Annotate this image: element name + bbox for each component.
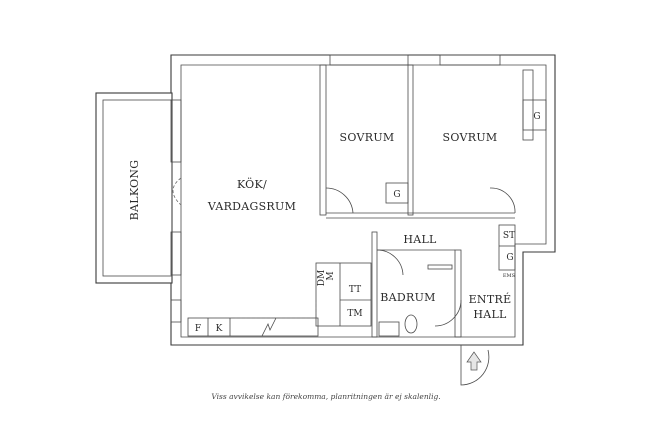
dryer-label: TT [349, 285, 361, 295]
washer-label: TM [347, 309, 362, 319]
closet-storage [498, 224, 516, 271]
interior-walls [319, 64, 515, 338]
hall-label: HALL [403, 233, 437, 246]
stove-symbol [261, 317, 277, 337]
fridge-label: F [195, 324, 201, 334]
electric-box-label: EMS [503, 273, 516, 279]
entrance-arrow [466, 351, 482, 371]
dishwasher-label: DM [317, 270, 327, 286]
bathroom-label: BADRUM [380, 291, 435, 304]
kitchen-label-1: KÖK/ [237, 177, 267, 191]
windows [170, 54, 534, 323]
entry-label-2: HALL [473, 308, 507, 321]
wardrobe-bedroom1 [385, 182, 409, 204]
freezer-label: K [216, 324, 223, 334]
entry-label-1: ENTRÉ [469, 292, 512, 306]
sink [378, 321, 400, 337]
balcony-label: BALKONG [128, 160, 141, 221]
outer-wall [170, 54, 556, 346]
balcony-door-swing [172, 177, 182, 206]
toilet [404, 314, 418, 334]
bedroom1-label: SOVRUM [340, 131, 395, 144]
bathtub-rail [427, 264, 453, 270]
bathroom-door [376, 249, 404, 276]
wardrobe-g-label-1: G [393, 190, 400, 200]
storage-st-label: ST [503, 231, 515, 241]
laundry-area [315, 262, 372, 327]
balcony-inner [102, 99, 173, 277]
entry-door-swing [434, 299, 462, 327]
kitchen-counter-dash [232, 300, 317, 319]
disclaimer-text: Viss avvikelse kan förekomma, planritnin… [211, 392, 441, 401]
wardrobe-g-label-3: G [506, 253, 513, 263]
bedroom2-door [489, 187, 516, 214]
entrance-door [460, 345, 490, 386]
wardrobe-g-label-2: G [533, 112, 540, 122]
kitchen-label-2: VARDAGSRUM [207, 200, 296, 213]
microwave-label: M [326, 271, 336, 280]
wardrobe-bedroom2 [522, 99, 547, 131]
bedroom1-door [325, 187, 354, 214]
bedroom2-label: SOVRUM [443, 131, 498, 144]
balcony-outline [95, 92, 173, 284]
